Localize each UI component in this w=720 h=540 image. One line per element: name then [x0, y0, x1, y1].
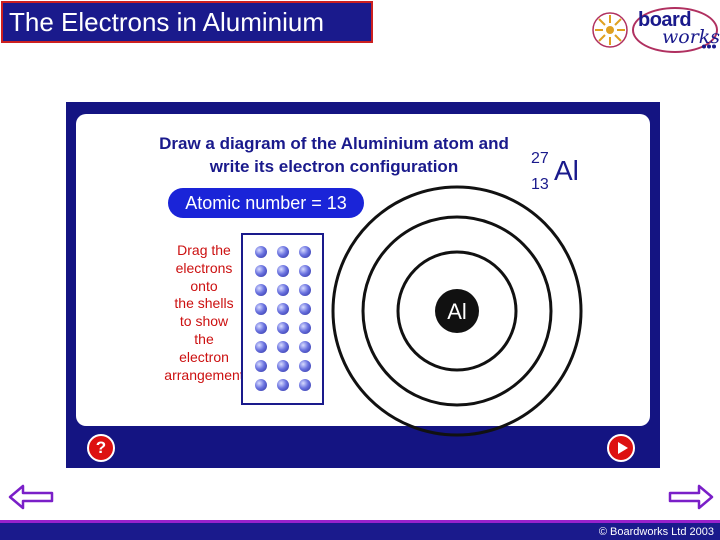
instruction-line: the shells: [174, 295, 234, 312]
question-text: Draw a diagram of the Aluminium atom and…: [76, 132, 650, 178]
shell-inner[interactable]: [396, 250, 518, 372]
electron[interactable]: [255, 379, 267, 391]
slide-title: The Electrons in Aluminium: [1, 1, 373, 43]
instruction-line: Drag the: [177, 242, 231, 258]
electron[interactable]: [277, 246, 289, 258]
electron[interactable]: [255, 341, 267, 353]
electron[interactable]: [299, 322, 311, 334]
electron[interactable]: [277, 379, 289, 391]
drag-instructions: Drag the electrons onto the shells to sh…: [156, 242, 252, 384]
shell-outer[interactable]: [331, 185, 583, 437]
electron[interactable]: [277, 360, 289, 372]
sun-icon: [592, 12, 628, 48]
play-button[interactable]: [607, 434, 635, 462]
footer-bar: © Boardworks Ltd 2003: [0, 520, 720, 540]
electron[interactable]: [255, 265, 267, 277]
activity-frame: Draw a diagram of the Aluminium atom and…: [66, 102, 660, 468]
help-button[interactable]: ?: [87, 434, 115, 462]
mass-number: 27: [531, 150, 549, 167]
element-symbol: Al: [554, 155, 579, 186]
instruction-line: the: [194, 330, 214, 347]
electron[interactable]: [299, 303, 311, 315]
logo-word-board: board: [638, 9, 692, 31]
question-line-2: write its electron configuration: [209, 157, 459, 176]
electron[interactable]: [277, 341, 289, 353]
logo-word-works: works: [662, 26, 720, 48]
electron[interactable]: [299, 379, 311, 391]
logo-dots-icon: [702, 44, 716, 49]
electron[interactable]: [255, 360, 267, 372]
instruction-line: electron: [179, 348, 229, 365]
instruction-line: to show: [179, 313, 229, 330]
electron-tray: [241, 233, 324, 405]
instruction-line: onto: [190, 277, 218, 294]
nucleus: [435, 289, 479, 333]
electron[interactable]: [277, 265, 289, 277]
electron[interactable]: [299, 284, 311, 296]
electron[interactable]: [299, 360, 311, 372]
instruction-line: arrangement: [164, 366, 244, 383]
logo-oval: [632, 7, 718, 53]
left-arrow-icon[interactable]: [8, 482, 54, 512]
electron[interactable]: [299, 341, 311, 353]
boardworks-logo: board works: [590, 6, 720, 54]
shell-middle[interactable]: [361, 215, 553, 407]
electron[interactable]: [255, 303, 267, 315]
atomic-number-badge: Atomic number = 13: [168, 188, 364, 218]
electron[interactable]: [277, 284, 289, 296]
right-arrow-icon[interactable]: [668, 482, 714, 512]
electron[interactable]: [299, 265, 311, 277]
electron[interactable]: [299, 246, 311, 258]
atomic-number: 13: [531, 176, 549, 193]
electron[interactable]: [255, 246, 267, 258]
atom-diagram: Al: [331, 185, 583, 437]
electron[interactable]: [255, 322, 267, 334]
question-line-1: Draw a diagram of the Aluminium atom and: [159, 134, 509, 153]
electron[interactable]: [277, 322, 289, 334]
electron[interactable]: [277, 303, 289, 315]
activity-canvas: Draw a diagram of the Aluminium atom and…: [76, 114, 650, 437]
copyright: © Boardworks Ltd 2003: [598, 526, 714, 538]
nucleus-label: Al: [447, 299, 467, 324]
instruction-line: electrons: [175, 259, 233, 276]
electron[interactable]: [255, 284, 267, 296]
